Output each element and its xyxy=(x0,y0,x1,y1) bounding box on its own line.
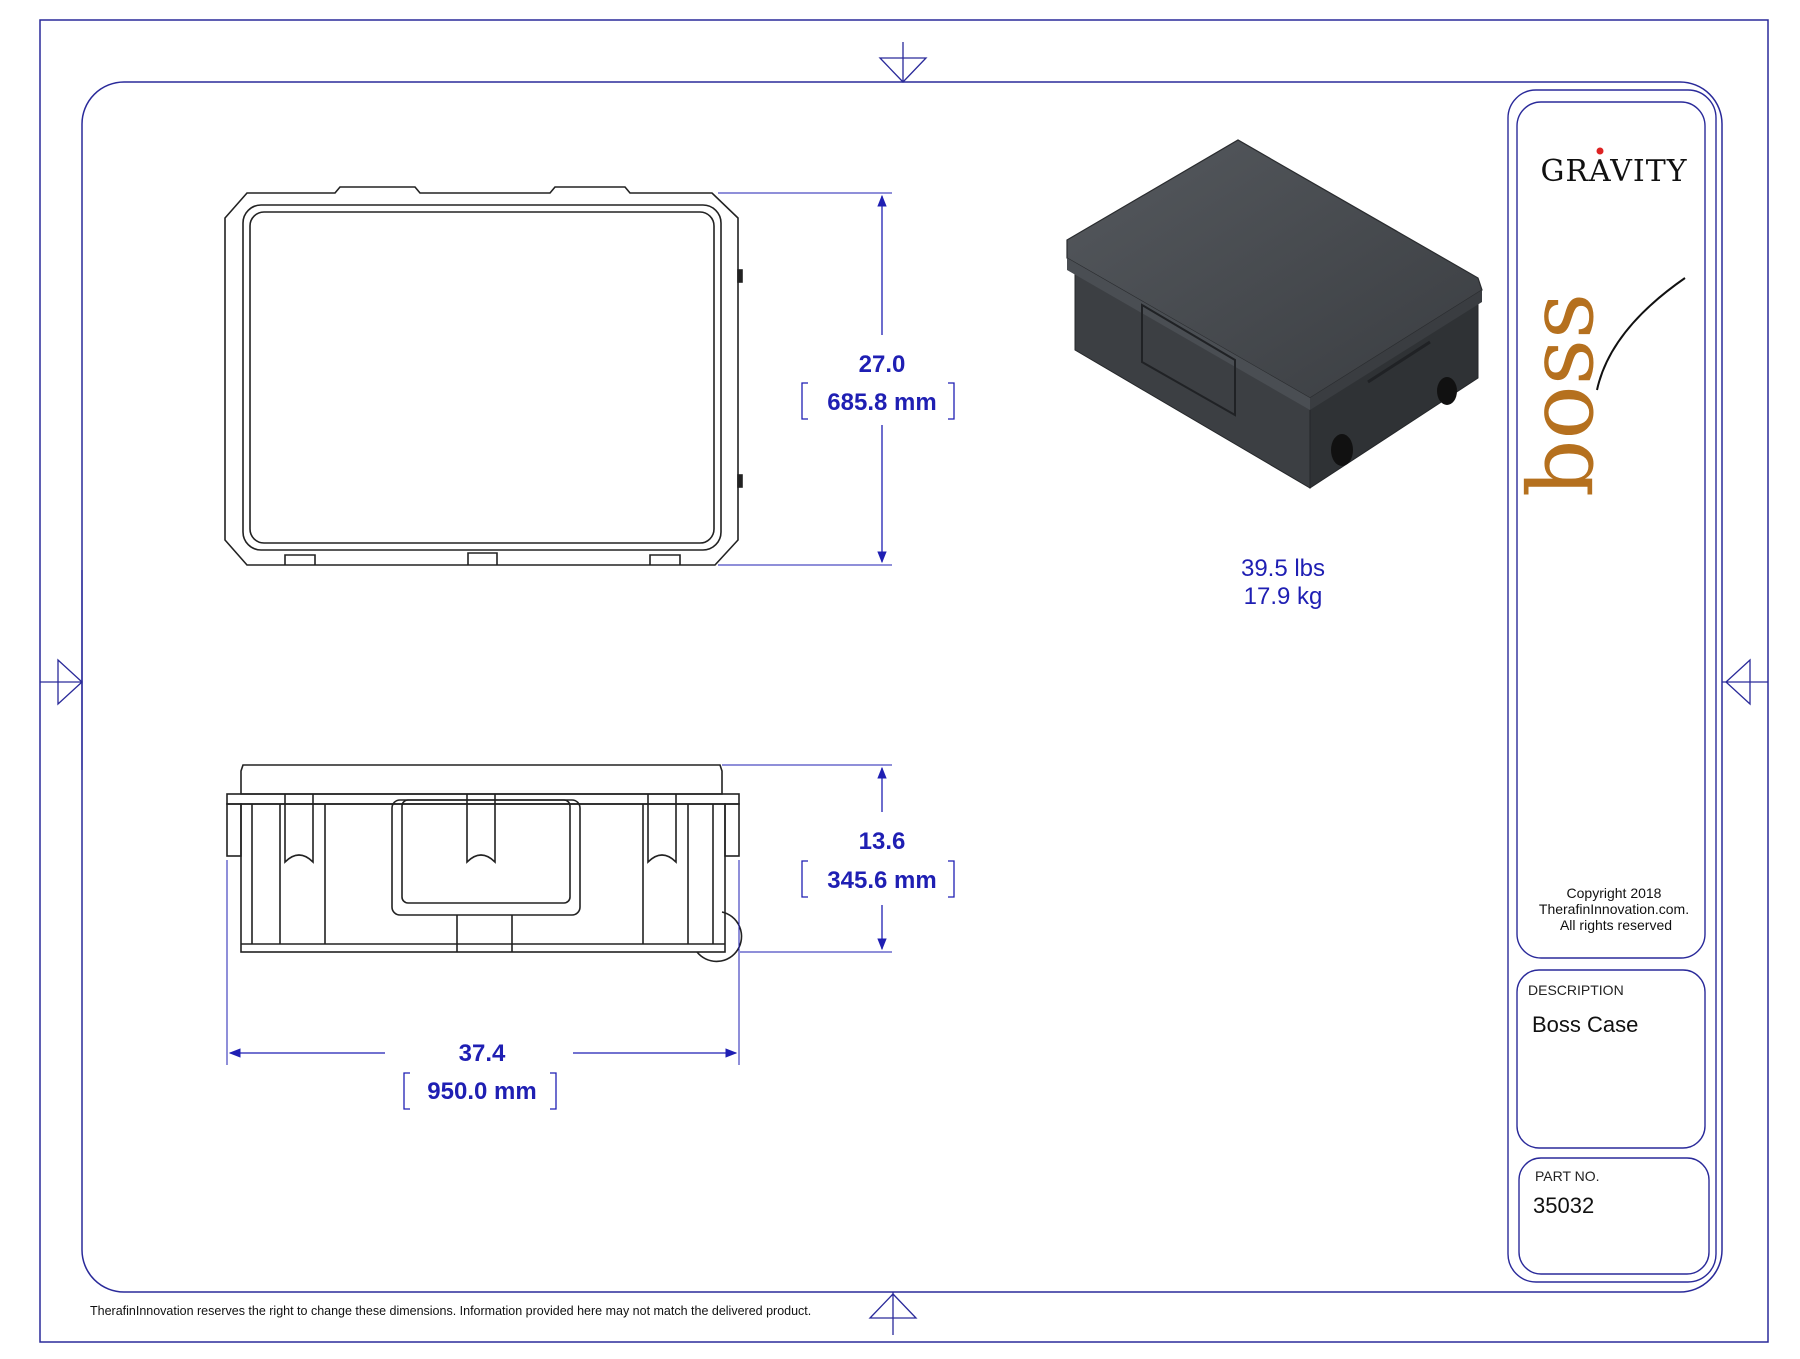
side-width-mm: 950.0 mm xyxy=(427,1078,536,1105)
company-logo: GRAVITY xyxy=(1540,147,1687,189)
company-logo-text: GRAVITY xyxy=(1540,154,1687,189)
top-height-inches: 27.0 xyxy=(859,351,906,378)
inner-border xyxy=(81,81,1723,1293)
dim-side-width xyxy=(226,860,740,1110)
weight-kg: 17.9 kg xyxy=(1244,583,1323,610)
center-marker-bottom xyxy=(868,1292,918,1335)
copyright-line-3: All rights reserved xyxy=(1560,917,1672,933)
part-number-label: PART NO. xyxy=(1535,1168,1600,1184)
product-logo: boss xyxy=(1509,277,1686,497)
center-marker-top xyxy=(878,42,928,83)
part-number-value: 35032 xyxy=(1533,1193,1594,1218)
footer-disclaimer: TherafinInnovation reserves the right to… xyxy=(90,1304,811,1318)
center-marker-left xyxy=(40,570,83,770)
copyright-line-2: TherafinInnovation.com. xyxy=(1539,901,1689,917)
part-number-panel xyxy=(1518,1157,1710,1275)
description-panel xyxy=(1516,969,1706,1149)
logo-panel xyxy=(1516,101,1706,959)
product-logo-text: boss xyxy=(1509,293,1614,497)
side-height-mm: 345.6 mm xyxy=(827,867,936,894)
dim-top-height xyxy=(718,192,955,566)
side-view xyxy=(226,764,743,963)
side-width-inches: 37.4 xyxy=(459,1040,506,1067)
side-height-inches: 13.6 xyxy=(859,828,906,855)
center-marker-right xyxy=(1722,658,1768,706)
outer-border xyxy=(39,19,1769,1343)
description-label: DESCRIPTION xyxy=(1528,982,1624,998)
description-value: Boss Case xyxy=(1532,1012,1638,1037)
top-height-mm: 685.8 mm xyxy=(827,389,936,416)
isometric-case-view xyxy=(1066,139,1483,489)
dim-side-height xyxy=(722,764,955,953)
weight-lbs: 39.5 lbs xyxy=(1241,555,1325,582)
top-view xyxy=(224,186,743,566)
copyright-line-1: Copyright 2018 xyxy=(1567,885,1662,901)
title-block-outer xyxy=(1507,89,1717,1283)
